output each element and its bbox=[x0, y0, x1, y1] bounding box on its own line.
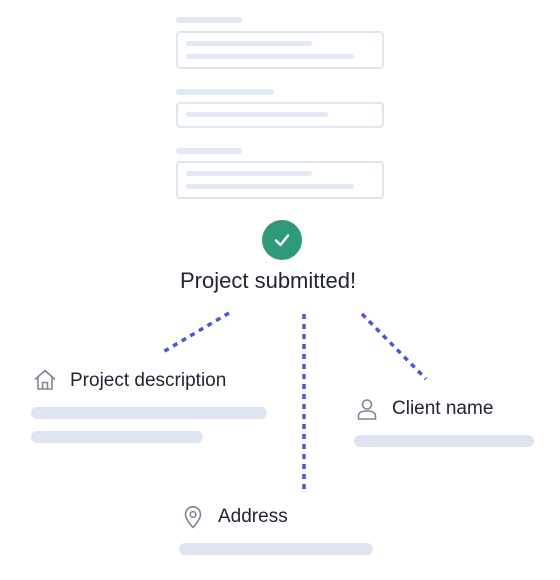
status-title: Project submitted! bbox=[180, 268, 357, 293]
skeleton-input bbox=[176, 31, 384, 69]
form-skeleton bbox=[0, 0, 560, 210]
field-label-project-description: Project description bbox=[70, 370, 227, 391]
skeleton-bar bbox=[31, 407, 267, 419]
skeleton-input bbox=[176, 102, 384, 128]
connector-line bbox=[360, 312, 428, 381]
connector-line bbox=[162, 311, 230, 354]
success-badge bbox=[262, 220, 302, 260]
skeleton-input bbox=[176, 161, 384, 199]
skeleton-bar bbox=[31, 431, 203, 443]
skeleton-bar bbox=[354, 435, 534, 447]
check-icon bbox=[274, 234, 290, 247]
field-label-client-name: Client name bbox=[392, 398, 494, 419]
skeleton-bar bbox=[179, 543, 373, 555]
skeleton-label bbox=[176, 17, 242, 23]
field-label-address: Address bbox=[218, 506, 288, 527]
skeleton-label bbox=[176, 89, 274, 95]
skeleton-label bbox=[176, 148, 242, 154]
location-pin-icon bbox=[180, 504, 206, 530]
home-icon bbox=[32, 367, 58, 393]
user-icon bbox=[354, 396, 380, 422]
